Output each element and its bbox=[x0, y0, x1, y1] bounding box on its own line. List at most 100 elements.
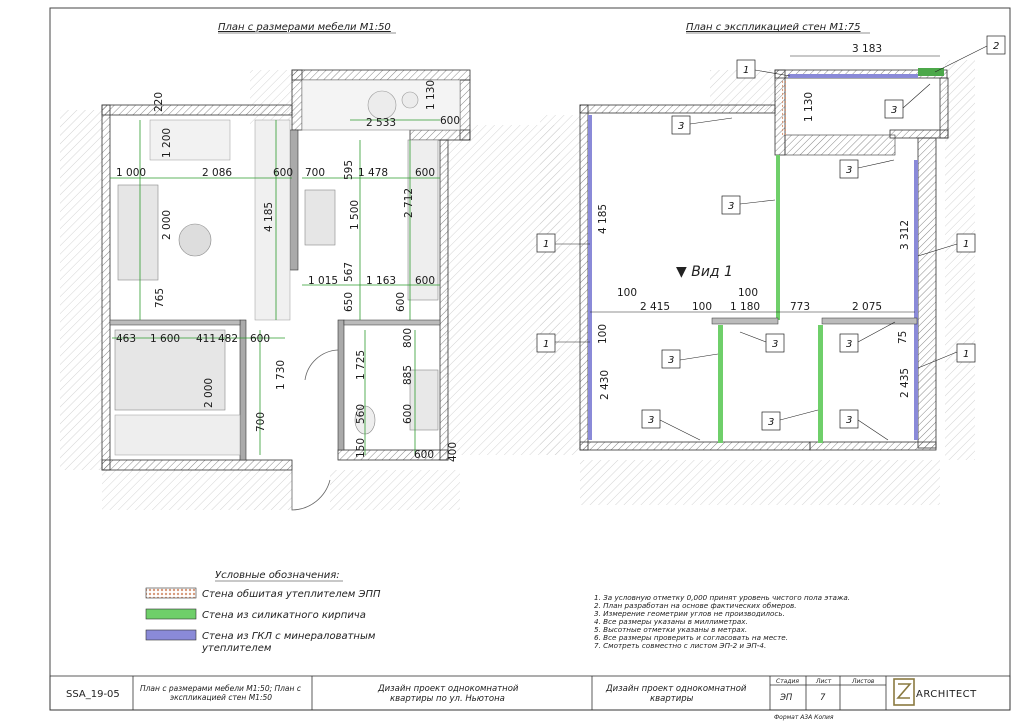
dim-label: 3 183 bbox=[852, 43, 882, 55]
sheet-number: 7 bbox=[820, 693, 826, 703]
dim-label: 2 430 bbox=[599, 370, 611, 400]
dim-label: 1 000 bbox=[116, 167, 146, 179]
dim-label: 1 015 bbox=[308, 275, 338, 287]
dim-label: 1 200 bbox=[161, 128, 173, 158]
sheet-title: План с размерами мебели М1:50; План с bbox=[140, 684, 302, 693]
right-plan-dimensions: 3 183 1 130 4 185 100 2 415 100 1 180 77… bbox=[590, 43, 940, 400]
dim-label: 4 185 bbox=[263, 202, 275, 232]
dim-label: 600 bbox=[395, 292, 407, 312]
dim-label: 100 bbox=[692, 301, 712, 313]
dim-label: 1 180 bbox=[730, 301, 760, 313]
tag-3: 3 bbox=[721, 195, 741, 215]
svg-text:1: 1 bbox=[543, 339, 549, 350]
title-block bbox=[49, 675, 1011, 711]
svg-text:3: 3 bbox=[728, 201, 734, 212]
dim-label: 1 130 bbox=[425, 80, 437, 110]
svg-text:3: 3 bbox=[846, 165, 852, 176]
dim-label: 2 533 bbox=[366, 117, 396, 129]
legend-item-label: Стена из ГКЛ с минераловатным bbox=[202, 631, 376, 642]
tag-3: 3 bbox=[884, 99, 904, 119]
legend-title: Условные обозначения: bbox=[215, 569, 340, 581]
svg-text:2: 2 bbox=[993, 41, 999, 52]
note-line: 2. План разработан на основе фактических… bbox=[594, 601, 797, 610]
project-name-b: Дизайн проект однокомнатной bbox=[605, 684, 747, 694]
col-sheets: Листов bbox=[851, 678, 875, 685]
legend-item-label: утеплителем bbox=[201, 643, 272, 654]
col-sheet: Лист bbox=[815, 678, 832, 685]
dim-label: 100 bbox=[597, 324, 609, 344]
dim-label: 600 bbox=[414, 449, 434, 461]
project-name: Дизайн проект однокомнатной bbox=[377, 684, 519, 694]
svg-text:3: 3 bbox=[678, 121, 684, 132]
architect-logo: ARCHITECT bbox=[893, 678, 977, 706]
note-line: 3. Измерение геометрии углов не производ… bbox=[594, 609, 785, 618]
tag-1: 1 bbox=[536, 333, 556, 353]
svg-text:ARCHITECT: ARCHITECT bbox=[916, 689, 977, 700]
dim-label: 800 bbox=[402, 328, 414, 348]
svg-text:1: 1 bbox=[963, 349, 969, 360]
dim-label: 1 478 bbox=[358, 167, 388, 179]
legend-swatch-gkl bbox=[145, 629, 197, 641]
dim-label: 765 bbox=[154, 288, 166, 308]
tag-1: 1 bbox=[956, 343, 976, 363]
dim-label: 595 bbox=[343, 160, 355, 180]
dim-label: 482 bbox=[218, 333, 238, 345]
tag-2: 2 bbox=[986, 35, 1006, 55]
general-notes: 1. За условную отметку 0,000 принят уров… bbox=[594, 593, 850, 650]
tag-3: 3 bbox=[765, 333, 785, 353]
dim-label: 4 185 bbox=[597, 204, 609, 234]
legend-swatch-brick bbox=[145, 608, 197, 620]
dim-label: 400 bbox=[447, 442, 459, 462]
tag-1: 1 bbox=[736, 59, 756, 79]
wall-tags: 1 2 3 3 3 3 1 1 1 3 3 1 3 3 3 3 bbox=[536, 35, 1006, 431]
dim-label: 600 bbox=[415, 275, 435, 287]
dim-label: 411 bbox=[196, 333, 216, 345]
svg-text:1: 1 bbox=[543, 239, 549, 250]
dim-label: 560 bbox=[355, 404, 367, 424]
tag-1: 1 bbox=[956, 233, 976, 253]
dim-label: 220 bbox=[153, 92, 165, 112]
tag-3: 3 bbox=[641, 409, 661, 429]
dim-label: 2 075 bbox=[852, 301, 882, 313]
dim-label: 1 500 bbox=[349, 200, 361, 230]
left-floor-plan bbox=[60, 69, 560, 511]
svg-text:3: 3 bbox=[772, 339, 778, 350]
dim-label: 2 086 bbox=[202, 167, 232, 179]
tag-3: 3 bbox=[839, 409, 859, 429]
dim-label: 885 bbox=[402, 365, 414, 385]
dim-label: 700 bbox=[305, 167, 325, 179]
dim-label: 1 730 bbox=[275, 360, 287, 390]
dim-label: 75 bbox=[897, 331, 909, 344]
col-stage: Стадия bbox=[776, 678, 799, 685]
dim-label: 2 435 bbox=[899, 368, 911, 398]
dim-label: 2 415 bbox=[640, 301, 670, 313]
legend-swatch-insulation bbox=[145, 587, 197, 599]
dim-label: 1 130 bbox=[803, 92, 815, 122]
dim-label: 773 bbox=[790, 301, 810, 313]
dim-label: 1 600 bbox=[150, 333, 180, 345]
dim-label: 463 bbox=[116, 333, 136, 345]
format-note: Формат А3А Копия bbox=[774, 714, 834, 721]
tag-3: 3 bbox=[839, 159, 859, 179]
dim-label: 600 bbox=[402, 404, 414, 424]
dim-label: 567 bbox=[343, 262, 355, 282]
dim-label: 1 163 bbox=[366, 275, 396, 287]
legend: Условные обозначения: Стена обшитая утеп… bbox=[145, 569, 381, 654]
svg-text:3: 3 bbox=[846, 415, 852, 426]
dim-label: 3 312 bbox=[899, 220, 911, 250]
svg-text:3: 3 bbox=[891, 105, 897, 116]
right-plan-title: План с экспликацией стен М1:75 bbox=[686, 22, 860, 33]
left-plan-dimensions: 220 1 200 1 000 2 086 600 4 185 2 000 76… bbox=[116, 80, 460, 462]
note-line: 4. Все размеры указаны в миллиметрах. bbox=[594, 617, 748, 626]
legend-item-label: Стена из силикатного кирпича bbox=[202, 610, 366, 621]
right-floor-plan bbox=[540, 60, 975, 505]
dim-label: 2 000 bbox=[203, 378, 215, 408]
note-line: 5. Высотные отметки указаны в метрах. bbox=[594, 625, 747, 634]
dim-label: 650 bbox=[343, 292, 355, 312]
left-plan-title: План с размерами мебели М1:50 bbox=[218, 21, 391, 33]
dim-label: 2 712 bbox=[403, 188, 415, 218]
tag-3: 3 bbox=[671, 115, 691, 135]
tag-3: 3 bbox=[839, 333, 859, 353]
svg-text:3: 3 bbox=[768, 417, 774, 428]
